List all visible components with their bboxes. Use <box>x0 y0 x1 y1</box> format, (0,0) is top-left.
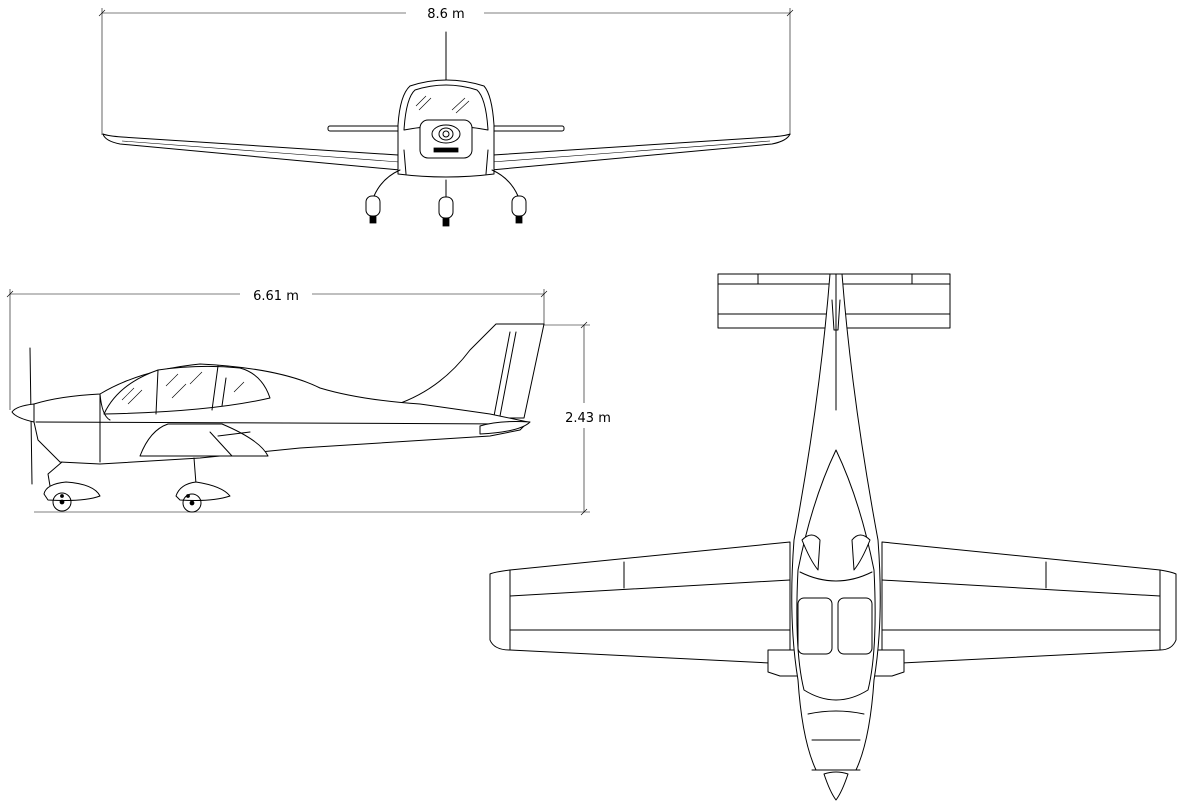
wing-side <box>139 423 269 457</box>
height-dimension-line <box>34 321 590 516</box>
canopy-reflections-side <box>121 371 245 405</box>
top-view <box>489 273 1177 801</box>
side-view: 6.61 m 2.43 m <box>6 289 611 516</box>
left-wing-top <box>489 541 791 665</box>
nose-gear-side <box>47 461 63 487</box>
main-gear-leg-side <box>193 457 197 485</box>
spinner-side <box>11 403 35 423</box>
length-label: 6.61 m <box>253 289 299 304</box>
nose-wheel-fairing <box>43 481 101 501</box>
right-main-gear-leg <box>491 169 519 197</box>
wingspan-dimension-line <box>98 8 794 135</box>
length-dimension-line <box>6 289 548 410</box>
height-label: 2.43 m <box>565 411 611 426</box>
canopy-reflections <box>415 95 470 114</box>
front-view: 8.6 m <box>98 7 794 227</box>
seat-left <box>797 597 833 655</box>
right-main-wheel <box>511 195 527 224</box>
seat-right <box>837 597 873 655</box>
horizontal-stabilizer-side <box>479 421 531 435</box>
right-wing-top <box>881 541 1177 665</box>
left-main-wheel <box>365 195 381 224</box>
spinner-front <box>419 119 473 159</box>
wingspan-label: 8.6 m <box>427 7 464 22</box>
left-main-gear-leg <box>373 169 401 197</box>
spinner-top <box>823 771 849 801</box>
nose-wheel <box>438 196 454 227</box>
canopy-side <box>103 365 271 415</box>
left-wing <box>102 133 401 171</box>
right-wing <box>490 133 791 171</box>
